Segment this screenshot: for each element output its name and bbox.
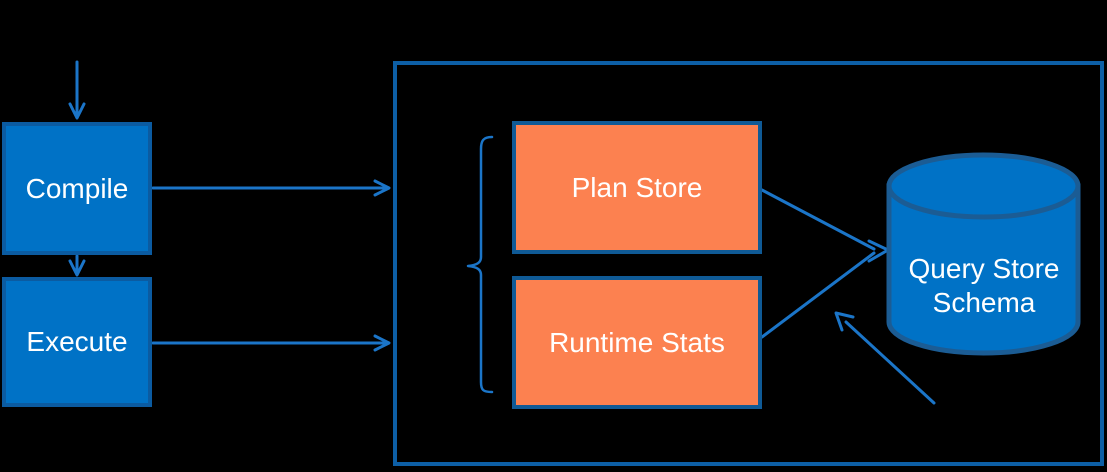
plan-store-label: Plan Store <box>571 171 703 203</box>
grouping-brace <box>466 135 494 394</box>
compile-node: Compile <box>2 122 152 255</box>
arrow-runtime-stats-to-schema <box>760 251 876 339</box>
arrow-plan-store-to-schema <box>760 188 876 251</box>
arrow-compile-to-container <box>151 179 391 197</box>
arrow-into-compile <box>68 60 86 120</box>
query-store-schema-cylinder <box>886 152 1081 356</box>
runtime-stats-label: Runtime Stats <box>549 326 725 358</box>
arrow-execute-to-container <box>151 334 391 352</box>
plan-store-node: Plan Store <box>512 121 762 254</box>
arrow-compile-to-execute <box>68 254 86 277</box>
query-store-schema-label: Query Store Schema <box>908 253 1060 318</box>
arrowhead-into-schema <box>867 239 890 263</box>
execute-label: Execute <box>26 326 128 357</box>
arrow-async-to-schema <box>834 311 936 405</box>
compile-label: Compile <box>25 172 129 204</box>
runtime-stats-node: Runtime Stats <box>512 276 762 409</box>
query-store-container-box <box>393 61 1104 466</box>
execute-node: Execute <box>2 277 152 407</box>
cylinder-top-ellipse <box>886 152 1081 220</box>
